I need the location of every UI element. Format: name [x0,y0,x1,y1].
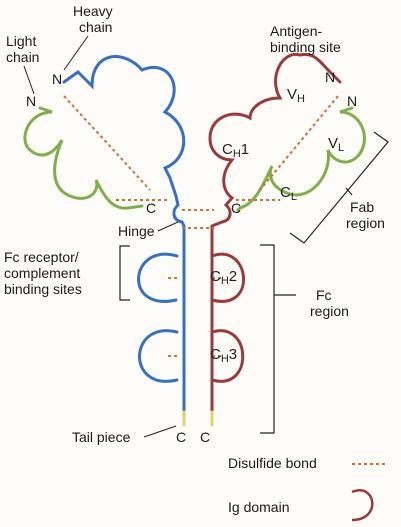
legend-disulfide-label: Disulfide bond [228,455,317,471]
heavy-chain-label-line1: Heavy [73,3,113,19]
n-terminus-left-light: N [26,93,36,109]
left-ch3-loop [138,329,179,383]
fc-region-label-line1: Fc [316,287,332,303]
fc-receptor-label-line2: complement [4,265,80,281]
label-heavy-chain: Heavy chain [63,3,113,71]
right-light-chain [236,106,366,212]
label-hinge: Hinge [118,221,179,239]
tail-pieces [182,410,214,427]
fc-receptor-label-line3: binding sites [4,281,82,297]
label-antigen-binding-site: Antigen- binding site [270,23,341,55]
domain-ch2-label: CH2 [210,268,237,287]
hinge-leader [157,221,179,232]
fc-region-bracket [260,244,296,434]
domain-cl-label: CL [280,184,297,203]
right-heavy-chain [208,52,342,422]
light-chain-leader [23,65,35,95]
fab-region-bracket [289,131,389,244]
disulfide-right-light-heavy [259,95,339,191]
c-terminus-right-light: C [231,200,241,216]
left-ch2-loop [137,252,179,303]
left-heavy-chain [62,55,186,422]
left-heavy-chain-arm [62,55,186,422]
heavy-chain-label-line2: chain [79,19,112,35]
left-light-chain [23,106,144,210]
antigen-site-label-line1: Antigen- [270,23,322,39]
tail-piece-label: Tail piece [72,429,131,445]
fc-region-label-line2: region [310,303,349,319]
c-terminus-tail-left: C [176,429,186,445]
hinge-label: Hinge [118,223,155,239]
n-terminus-right-heavy: N [325,69,335,85]
fab-label-line2: region [346,215,385,231]
domain-vh-label: VH [287,86,305,105]
antigen-site-label-line2: binding site [270,39,341,55]
right-ch2-loop [210,252,246,303]
right-light-chain-path [236,106,366,212]
disulfide-left-light-heavy [63,95,151,191]
legend-ig-domain-swatch [351,489,374,522]
left-light-chain-path [23,106,144,210]
light-chain-label-line2: chain [6,49,39,65]
right-ch3-loop [210,329,245,383]
label-tail-piece: Tail piece [72,425,177,445]
n-terminus-right-light: N [347,93,357,109]
fc-receptor-bracket [119,245,130,301]
heavy-chain-leader [63,35,89,71]
c-terminus-tail-right: C [200,429,210,445]
light-chain-label-line1: Light [6,33,36,49]
n-terminus-left-heavy: N [52,71,62,87]
domain-ch1-label: CH1 [222,141,249,160]
tail-piece-leader [143,425,177,438]
c-terminus-left-light: C [146,200,156,216]
right-heavy-chain-arm [208,52,342,422]
domain-ch3-label: CH3 [210,346,237,365]
domain-vl-label: VL [328,135,344,154]
legend-ig-domain-label: Ig domain [228,499,289,515]
fc-receptor-label-line1: Fc receptor/ [4,249,79,265]
label-light-chain: Light chain [6,33,39,95]
fab-label-line1: Fab [350,199,374,215]
disulfide-bonds [63,95,339,357]
legend: Disulfide bond Ig domain [228,455,386,522]
